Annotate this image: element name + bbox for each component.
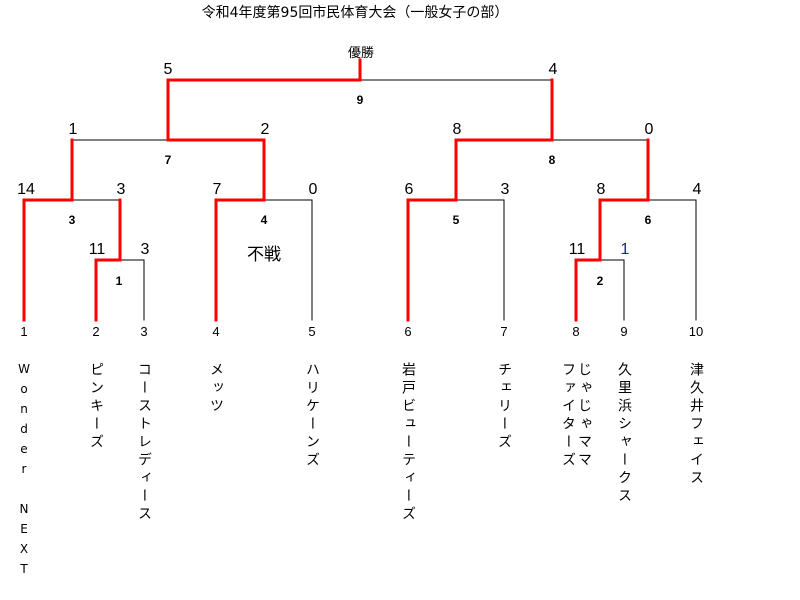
match-1-number: 1 (115, 274, 123, 288)
team-seed: 3 (140, 324, 148, 339)
team-seed: 6 (404, 324, 412, 339)
match-1-right-score: 3 (140, 241, 150, 258)
team-seed: 4 (212, 324, 220, 339)
match-9-number: 9 (356, 93, 364, 107)
team-seed: 8 (572, 324, 580, 339)
match-4-left-score: 7 (212, 181, 222, 198)
match-3-number: 3 (68, 213, 76, 227)
bracket-title: 令和4年度第95回市民体育大会（一般女子の部） (201, 5, 509, 21)
match-2-number: 2 (596, 274, 604, 288)
team-name-line: じゃじゃママ (576, 362, 592, 470)
team-name: Wonder NEXT (17, 362, 31, 582)
champion-label: 優勝 (347, 46, 375, 61)
match-9-right-score: 4 (548, 61, 558, 78)
match-4-number: 4 (260, 213, 268, 227)
match-5-right-score: 3 (500, 181, 510, 198)
team-name: 久里浜シャークス (616, 362, 632, 506)
team-seed: 2 (92, 324, 100, 339)
match-8-number: 8 (548, 153, 556, 167)
team-seed: 7 (500, 324, 508, 339)
team-name: 津久井フェイス (688, 362, 704, 488)
team-name: メッツ (208, 362, 224, 416)
team-name-line: ファイターズ (560, 362, 576, 470)
match-2-left-score: 11 (568, 241, 586, 258)
match-7-number: 7 (164, 153, 172, 167)
match-8-right-score: 0 (644, 121, 654, 138)
team-name: チェリーズ (496, 362, 512, 452)
match-5-number: 5 (452, 213, 460, 227)
match-7-right-score: 2 (260, 121, 270, 138)
team-name: ピンキーズ (88, 362, 104, 452)
match-7-left-score: 1 (68, 121, 78, 138)
team-seed: 10 (688, 324, 704, 339)
match-2-right-score: 1 (620, 241, 630, 258)
match-6-right-score: 4 (692, 181, 702, 198)
team-name: 岩戸ビューティーズ (400, 362, 416, 524)
team-seed: 1 (20, 324, 28, 339)
team-name-two-line: じゃじゃママ ファイターズ (560, 362, 592, 470)
match-5-left-score: 6 (404, 181, 414, 198)
match-1-left-score: 11 (88, 241, 106, 258)
match-4-right-score: 0 (308, 181, 318, 198)
match-3-left-score: 14 (17, 181, 35, 198)
match-3-right-score: 3 (116, 181, 126, 198)
team-name: ハリケーンズ (304, 362, 320, 470)
match-6-left-score: 8 (596, 181, 606, 198)
match-6-number: 6 (644, 213, 652, 227)
match-9-left-score: 5 (163, 61, 173, 78)
team-seed: 5 (308, 324, 316, 339)
match-8-left-score: 8 (452, 121, 462, 138)
team-name: コーストレディース (136, 362, 152, 524)
team-seed: 9 (620, 324, 628, 339)
walkover-note: 不戦 (247, 245, 281, 265)
